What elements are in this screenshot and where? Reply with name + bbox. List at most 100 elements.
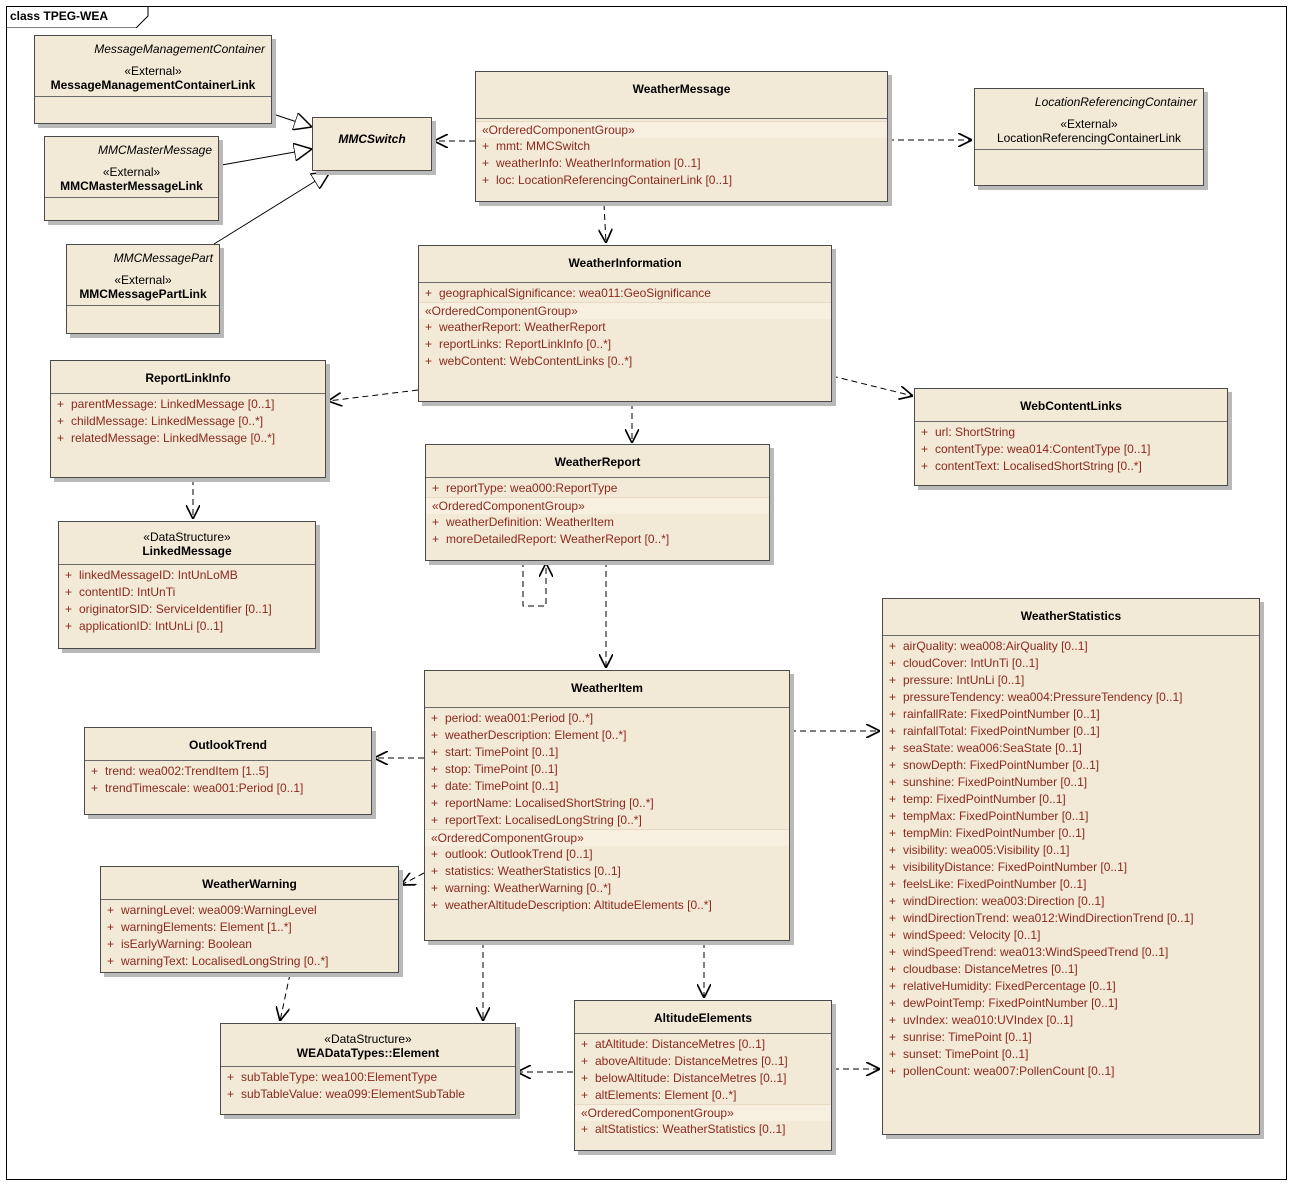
class-linked-message[interactable]: «DataStructure» LinkedMessage +linkedMes…: [58, 521, 316, 649]
ordered-component-group-label: «OrderedComponentGroup»: [419, 302, 831, 319]
stereotype-label: «External»: [102, 165, 161, 179]
external-package-label: MMCMasterMessage: [97, 143, 212, 157]
attribute: +pollenCount: wea007:PollenCount [0..1]: [889, 1064, 1115, 1078]
dep-warning-element: [280, 973, 291, 1021]
ordered-component-group-label: «OrderedComponentGroup»: [476, 121, 887, 138]
external-package-label: MMCMessagePart: [113, 251, 213, 265]
attribute: +statistics: WeatherStatistics [0..1]: [431, 864, 621, 878]
attribute: +contentID: IntUnTi: [65, 585, 176, 599]
attribute: +reportText: LocalisedLongString [0..*]: [431, 813, 642, 827]
attribute-compartment: [67, 306, 219, 329]
stereotype-label: «External»: [1060, 117, 1118, 131]
external-package-label: LocationReferencingContainer: [1034, 95, 1197, 109]
gen-mmc-container-edge: [269, 112, 312, 127]
class-weather-item[interactable]: WeatherItem +period: wea001:Period [0..*…: [424, 670, 790, 941]
attribute-compartment: +airQuality: wea008:AirQuality [0..1] +c…: [883, 636, 1259, 1083]
class-weather-message[interactable]: WeatherMessage «OrderedComponentGroup» +…: [475, 71, 888, 202]
attribute: +applicationID: IntUnLi [0..1]: [65, 619, 224, 633]
attribute-compartment: «OrderedComponentGroup» +mmt: MMCSwitch …: [476, 119, 887, 192]
class-name: WeatherStatistics: [1020, 609, 1122, 623]
class-weather-information[interactable]: WeatherInformation +geographicalSignific…: [418, 245, 832, 402]
attribute: +seaState: wea006:SeaState [0..1]: [889, 741, 1082, 755]
attribute: +pressureTendency: wea004:PressureTenden…: [889, 690, 1183, 704]
class-wea-element[interactable]: «DataStructure» WEADataTypes::Element +s…: [220, 1023, 516, 1115]
attribute: +relatedMessage: LinkedMessage [0..*]: [57, 431, 276, 445]
class-weather-warning[interactable]: WeatherWarning +warningLevel: wea009:War…: [100, 866, 399, 973]
attribute: +originatorSID: ServiceIdentifier [0..1]: [65, 602, 272, 616]
class-name: MessageManagementContainerLink: [50, 78, 256, 92]
attribute: +windSpeed: Velocity [0..1]: [889, 928, 1041, 942]
attribute: +sunshine: FixedPointNumber [0..1]: [889, 775, 1088, 789]
attribute: +reportName: LocalisedShortString [0..*]: [431, 796, 654, 810]
class-mmc-switch[interactable]: MMCSwitch: [312, 117, 432, 171]
attribute: +windDirectionTrend: wea012:WindDirectio…: [889, 911, 1194, 925]
attribute: +mmt: MMCSwitch: [482, 139, 590, 153]
external-package-label: MessageManagementContainer: [94, 42, 265, 56]
class-name: WeatherReport: [554, 455, 641, 469]
class-name: ReportLinkInfo: [145, 371, 231, 385]
class-location-referencing-container-link[interactable]: LocationReferencingContainer «External» …: [974, 88, 1204, 186]
gen-mmc-master-edge: [215, 149, 312, 167]
dep-report-self: [522, 561, 546, 607]
attribute: +childMessage: LinkedMessage [0..*]: [57, 414, 264, 428]
class-mmc-message-part-link[interactable]: MMCMessagePart «External» MMCMessagePart…: [66, 244, 220, 334]
attribute: +warningElements: Element [1..*]: [107, 920, 292, 934]
attribute: +url: ShortString: [921, 425, 1016, 439]
class-weather-report[interactable]: WeatherReport +reportType: wea000:Report…: [425, 444, 770, 561]
attribute: +trend: wea002:TrendItem [1..5]: [91, 764, 269, 778]
attribute: +isEarlyWarning: Boolean: [107, 937, 252, 951]
attribute: +warningLevel: wea009:WarningLevel: [107, 903, 317, 917]
attribute: +weatherDefinition: WeatherItem: [432, 515, 614, 529]
attribute: +atAltitude: DistanceMetres [0..1]: [581, 1037, 766, 1051]
frame-tab: [6, 6, 149, 28]
attribute: +weatherReport: WeatherReport: [425, 320, 606, 334]
attribute: +weatherAltitudeDescription: AltitudeEle…: [431, 898, 712, 912]
attribute: +reportType: wea000:ReportType: [432, 481, 618, 495]
attribute: +snowDepth: FixedPointNumber [0..1]: [889, 758, 1100, 772]
class-name: LocationReferencingContainerLink: [996, 131, 1182, 145]
attribute: +contentType: wea014:ContentType [0..1]: [921, 442, 1151, 456]
ordered-component-group-label: «OrderedComponentGroup»: [425, 829, 789, 846]
attribute: +cloudCover: IntUnTi [0..1]: [889, 656, 1039, 670]
attribute: +start: TimePoint [0..1]: [431, 745, 559, 759]
attribute-compartment: +subTableType: wea100:ElementType +subTa…: [221, 1067, 515, 1106]
class-mmc-master-message-link[interactable]: MMCMasterMessage «External» MMCMasterMes…: [44, 136, 219, 221]
class-name: WEADataTypes::Element: [296, 1046, 440, 1060]
attribute-compartment: [35, 97, 271, 120]
attribute: +linkedMessageID: IntUnLoMB: [65, 568, 238, 582]
attribute: +cloudbase: DistanceMetres [0..1]: [889, 962, 1078, 976]
class-outlook-trend[interactable]: OutlookTrend +trend: wea002:TrendItem [1…: [84, 727, 372, 815]
dep-info-reportlink: [328, 389, 419, 401]
attribute-compartment: [975, 150, 1203, 173]
class-name: OutlookTrend: [189, 738, 267, 752]
attribute: +sunset: TimePoint [0..1]: [889, 1047, 1029, 1061]
attribute: +date: TimePoint [0..1]: [431, 779, 559, 793]
attribute-compartment: +trend: wea002:TrendItem [1..5] +trendTi…: [85, 761, 371, 800]
attribute: +visibilityDistance: FixedPointNumber [0…: [889, 860, 1128, 874]
class-report-link-info[interactable]: ReportLinkInfo +parentMessage: LinkedMes…: [50, 360, 326, 478]
class-altitude-elements[interactable]: AltitudeElements +atAltitude: DistanceMe…: [574, 1000, 832, 1151]
attribute-compartment: +warningLevel: wea009:WarningLevel +warn…: [101, 900, 398, 973]
attribute: +temp: FixedPointNumber [0..1]: [889, 792, 1066, 806]
class-message-management-container-link[interactable]: MessageManagementContainer «External» Me…: [34, 35, 272, 124]
attribute: +reportLinks: ReportLinkInfo [0..*]: [425, 337, 612, 351]
attribute: +dewPointTemp: FixedPointNumber [0..1]: [889, 996, 1118, 1010]
attribute: +altElements: Element [0..*]: [581, 1088, 737, 1102]
attribute: +trendTimescale: wea001:Period [0..1]: [91, 781, 304, 795]
attribute: +visibility: wea005:Visibility [0..1]: [889, 843, 1070, 857]
attribute-compartment: +geographicalSignificance: wea011:GeoSig…: [419, 283, 831, 373]
attribute: +loc: LocationReferencingContainerLink […: [482, 173, 733, 187]
attribute-compartment: +parentMessage: LinkedMessage [0..1] +ch…: [51, 394, 325, 450]
attribute: +relativeHumidity: FixedPercentage [0..1…: [889, 979, 1116, 993]
attribute: +weatherInfo: WeatherInformation [0..1]: [482, 156, 701, 170]
attribute: +aboveAltitude: DistanceMetres [0..1]: [581, 1054, 788, 1068]
class-weather-statistics[interactable]: WeatherStatistics +airQuality: wea008:Ai…: [882, 598, 1260, 1135]
class-name: MMCMasterMessageLink: [60, 179, 203, 193]
attribute-compartment: +atAltitude: DistanceMetres [0..1] +abov…: [575, 1034, 831, 1141]
class-web-content-links[interactable]: WebContentLinks +url: ShortString +conte…: [914, 388, 1228, 486]
stereotype-label: «DataStructure»: [324, 1032, 412, 1046]
class-name: AltitudeElements: [653, 1011, 752, 1025]
dep-message-info: [604, 203, 606, 243]
class-name: LinkedMessage: [142, 544, 232, 558]
